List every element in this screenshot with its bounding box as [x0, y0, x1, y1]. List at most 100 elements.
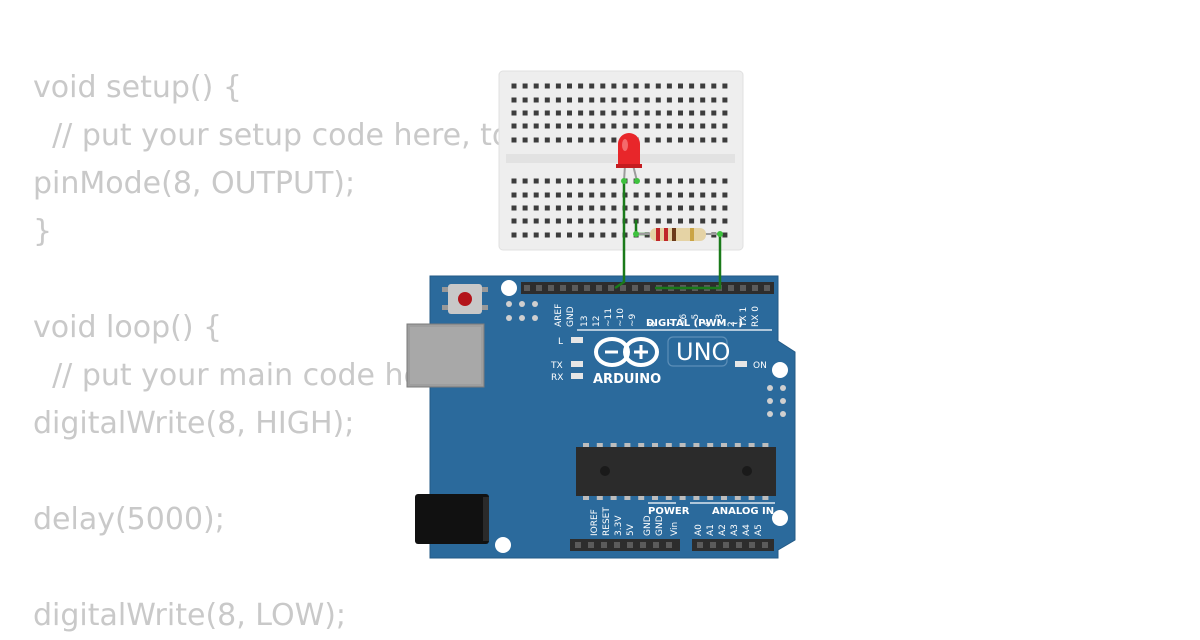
breadboard-hole[interactable]	[722, 97, 728, 103]
breadboard-hole[interactable]	[622, 97, 628, 103]
breadboard-hole[interactable]	[533, 232, 539, 238]
breadboard-hole[interactable]	[589, 192, 595, 198]
header-pin[interactable]	[653, 542, 659, 548]
breadboard-hole[interactable]	[666, 83, 672, 89]
breadboard-hole[interactable]	[600, 192, 606, 198]
breadboard-hole[interactable]	[678, 192, 683, 198]
breadboard-hole[interactable]	[600, 110, 606, 116]
breadboard-hole[interactable]	[644, 178, 650, 184]
breadboard-hole[interactable]	[578, 97, 584, 103]
breadboard-hole[interactable]	[711, 218, 717, 224]
breadboard-hole[interactable]	[533, 205, 539, 211]
breadboard-hole[interactable]	[678, 137, 683, 143]
breadboard-hole[interactable]	[589, 83, 595, 89]
breadboard-hole[interactable]	[578, 192, 584, 198]
breadboard-hole[interactable]	[655, 123, 661, 129]
breadboard-hole[interactable]	[533, 110, 539, 116]
breadboard-hole[interactable]	[544, 218, 550, 224]
breadboard-hole[interactable]	[511, 110, 517, 116]
breadboard-hole[interactable]	[700, 218, 706, 224]
header-pin[interactable]	[762, 542, 768, 548]
breadboard-hole[interactable]	[700, 123, 706, 129]
breadboard-hole[interactable]	[722, 192, 728, 198]
breadboard-hole[interactable]	[567, 205, 572, 211]
breadboard-hole[interactable]	[555, 218, 561, 224]
breadboard-hole[interactable]	[578, 123, 584, 129]
breadboard-hole[interactable]	[633, 192, 639, 198]
breadboard-hole[interactable]	[544, 123, 550, 129]
breadboard-hole[interactable]	[655, 205, 661, 211]
breadboard-hole[interactable]	[600, 205, 606, 211]
header-pin[interactable]	[736, 542, 742, 548]
breadboard-hole[interactable]	[722, 110, 728, 116]
header-pin[interactable]	[524, 285, 530, 291]
header-pin[interactable]	[710, 542, 716, 548]
breadboard-hole[interactable]	[533, 123, 539, 129]
header-pin[interactable]	[560, 285, 566, 291]
breadboard-hole[interactable]	[533, 192, 539, 198]
breadboard-hole[interactable]	[578, 178, 584, 184]
breadboard-hole[interactable]	[589, 137, 595, 143]
breadboard-hole[interactable]	[722, 232, 728, 238]
code-editor[interactable]: void setup() { // put your setup code he…	[33, 64, 740, 640]
breadboard-hole[interactable]	[722, 218, 728, 224]
breadboard-hole[interactable]	[555, 110, 561, 116]
breadboard-hole[interactable]	[666, 123, 672, 129]
breadboard-hole[interactable]	[611, 205, 617, 211]
header-pin[interactable]	[764, 285, 770, 291]
breadboard-hole[interactable]	[678, 110, 683, 116]
breadboard-hole[interactable]	[666, 218, 672, 224]
breadboard-hole[interactable]	[644, 97, 650, 103]
breadboard-hole[interactable]	[567, 232, 572, 238]
breadboard-hole[interactable]	[522, 83, 528, 89]
header-pin[interactable]	[608, 285, 614, 291]
breadboard-hole[interactable]	[544, 232, 550, 238]
header-pin[interactable]	[575, 542, 581, 548]
breadboard-hole[interactable]	[555, 123, 561, 129]
breadboard-hole[interactable]	[544, 205, 550, 211]
breadboard-hole[interactable]	[511, 83, 517, 89]
breadboard-hole[interactable]	[533, 218, 539, 224]
header-pin[interactable]	[644, 285, 650, 291]
breadboard-hole[interactable]	[578, 205, 584, 211]
breadboard-hole[interactable]	[511, 192, 517, 198]
breadboard-hole[interactable]	[544, 97, 550, 103]
breadboard-hole[interactable]	[511, 205, 517, 211]
header-pin[interactable]	[601, 542, 607, 548]
breadboard-hole[interactable]	[578, 137, 584, 143]
breadboard-hole[interactable]	[722, 137, 728, 143]
breadboard-hole[interactable]	[611, 83, 617, 89]
breadboard-hole[interactable]	[589, 232, 595, 238]
breadboard-hole[interactable]	[644, 83, 650, 89]
breadboard-hole[interactable]	[700, 137, 706, 143]
breadboard-hole[interactable]	[655, 83, 661, 89]
breadboard-hole[interactable]	[633, 110, 639, 116]
breadboard-hole[interactable]	[555, 178, 561, 184]
breadboard-hole[interactable]	[600, 218, 606, 224]
breadboard-hole[interactable]	[622, 110, 628, 116]
breadboard-hole[interactable]	[589, 123, 595, 129]
breadboard-hole[interactable]	[666, 192, 672, 198]
breadboard-hole[interactable]	[644, 192, 650, 198]
header-pin[interactable]	[536, 285, 542, 291]
breadboard-hole[interactable]	[700, 205, 706, 211]
breadboard-hole[interactable]	[611, 218, 617, 224]
breadboard-hole[interactable]	[522, 110, 528, 116]
breadboard-hole[interactable]	[678, 218, 683, 224]
breadboard-hole[interactable]	[555, 192, 561, 198]
breadboard-hole[interactable]	[522, 232, 528, 238]
breadboard-hole[interactable]	[511, 178, 517, 184]
breadboard-hole[interactable]	[666, 97, 672, 103]
breadboard-hole[interactable]	[678, 83, 683, 89]
breadboard-hole[interactable]	[544, 192, 550, 198]
breadboard-hole[interactable]	[611, 137, 617, 143]
header-pin[interactable]	[572, 285, 578, 291]
breadboard-hole[interactable]	[567, 83, 572, 89]
breadboard-hole[interactable]	[522, 218, 528, 224]
breadboard-hole[interactable]	[544, 137, 550, 143]
breadboard-hole[interactable]	[511, 97, 517, 103]
breadboard-hole[interactable]	[633, 83, 639, 89]
breadboard-hole[interactable]	[600, 232, 606, 238]
breadboard-hole[interactable]	[689, 110, 695, 116]
breadboard-hole[interactable]	[611, 192, 617, 198]
